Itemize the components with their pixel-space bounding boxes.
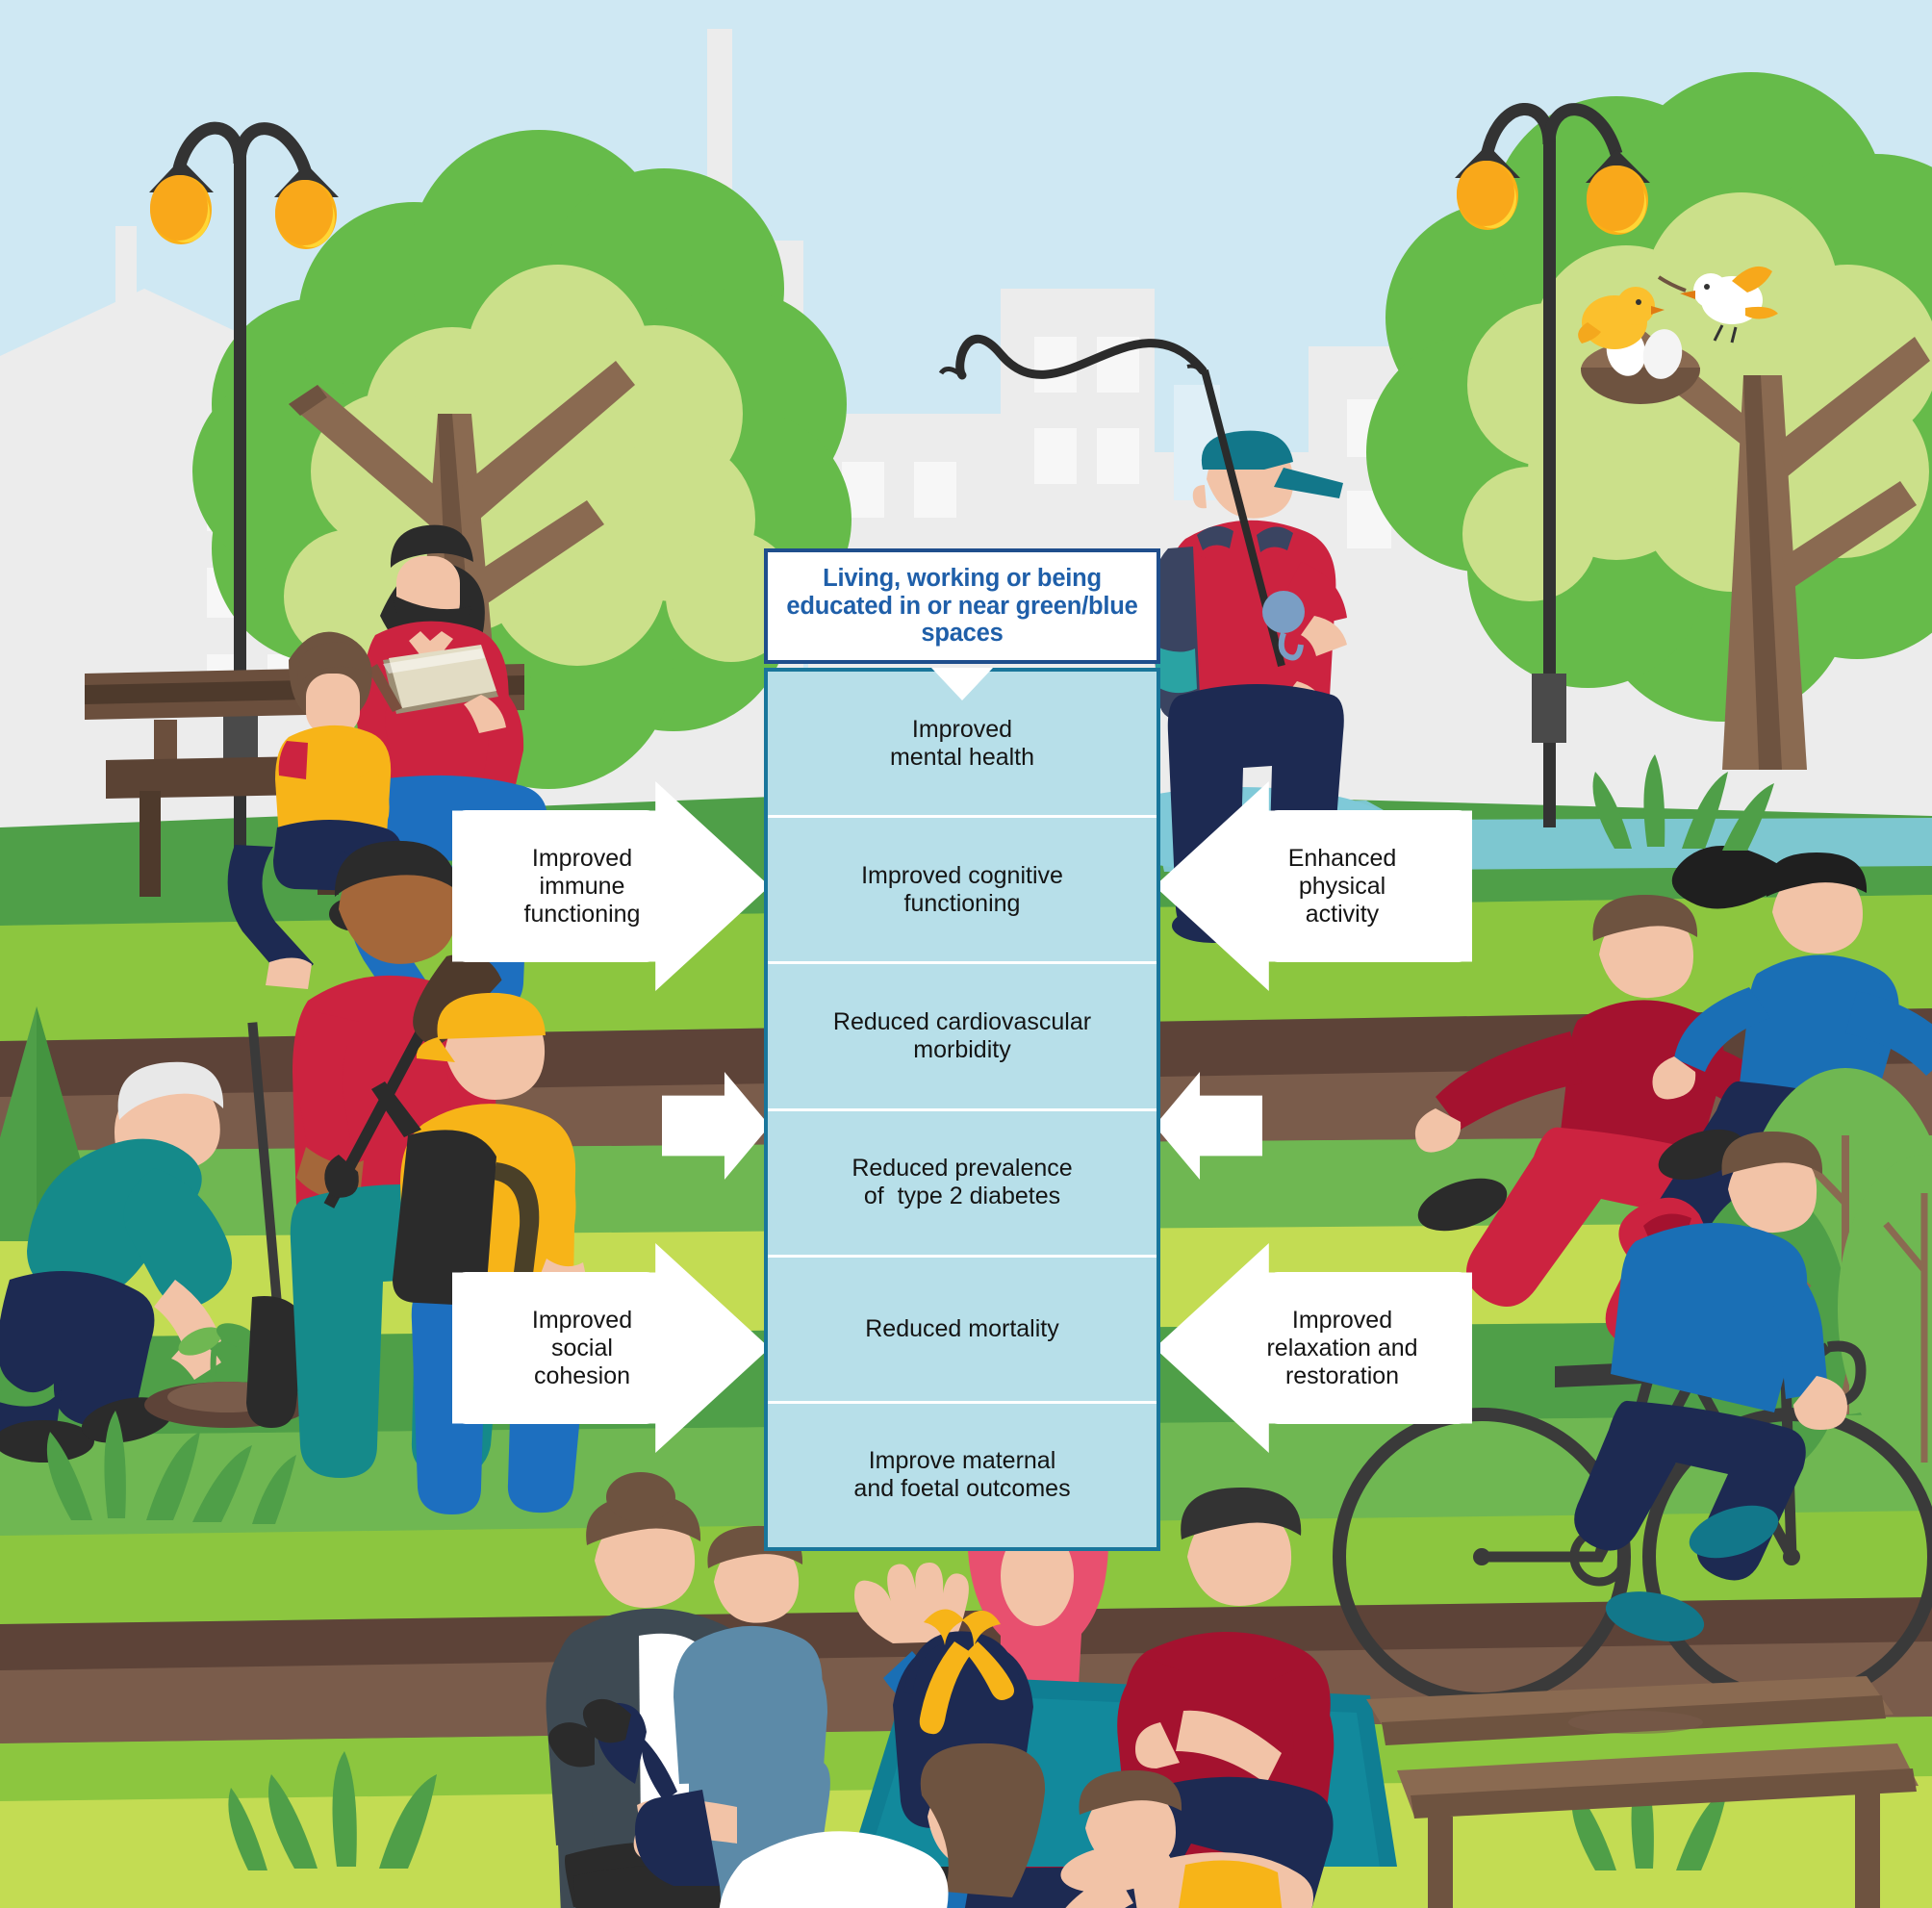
bird-nest [1581, 326, 1700, 404]
flying-bird [1657, 266, 1778, 343]
arrow-label [662, 1072, 770, 1180]
bird-on-nest [1578, 287, 1665, 349]
source-card-notch [931, 668, 993, 700]
spade [246, 1022, 306, 1428]
book [368, 645, 498, 714]
outcomes-flow-box: Living, working or being educated in or … [764, 548, 1160, 1551]
outcome-label: Reduced mortality [865, 1314, 1059, 1342]
arrow-blank-mid-left[interactable] [662, 1072, 770, 1180]
cyclist [1333, 1132, 1932, 1706]
arrow-label [1155, 1072, 1262, 1180]
source-card: Living, working or being educated in or … [764, 548, 1160, 664]
source-card-text: Living, working or being educated in or … [786, 565, 1138, 648]
grass-tuft-runners [1592, 754, 1774, 851]
crawling-baby [1065, 1769, 1313, 1908]
woman-holding-baby [546, 1472, 830, 1908]
elderly-man-planting [0, 1061, 310, 1463]
arrow-blank-mid-right[interactable] [1155, 1072, 1262, 1180]
outcome-row: Reduced mortality [768, 1258, 1157, 1404]
park-bench-right [1366, 1676, 1919, 1908]
grass-tufts-left [46, 1411, 296, 1524]
right-tree [1366, 72, 1932, 770]
lamp-post-right [1455, 103, 1650, 827]
watering-can [371, 1081, 540, 1305]
mother-lying-on-blanket [548, 1698, 1046, 1908]
grass-tufts-bottom-left [228, 1751, 437, 1870]
